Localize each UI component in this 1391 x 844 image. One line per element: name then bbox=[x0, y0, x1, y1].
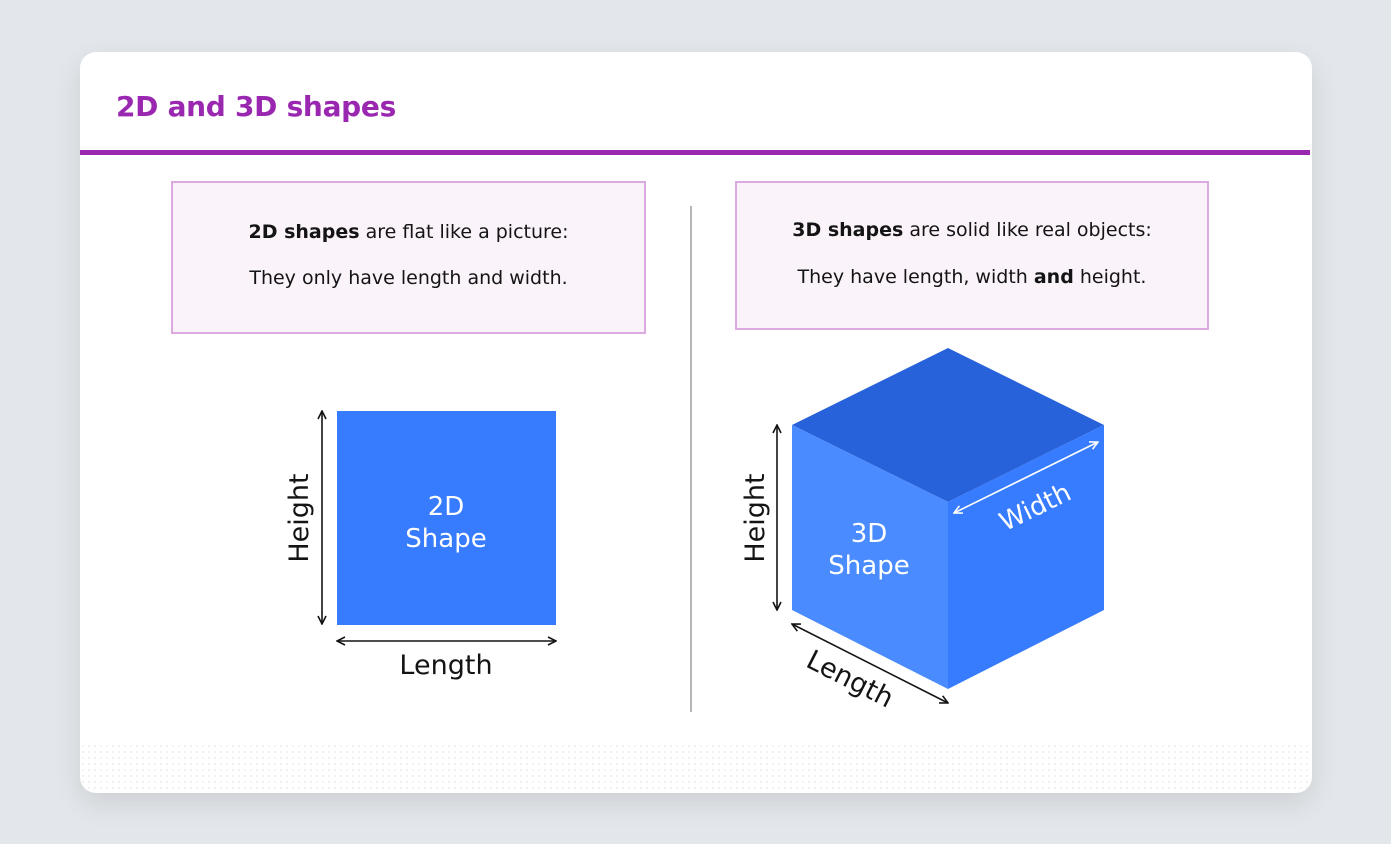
square-label-shape: Shape bbox=[405, 524, 486, 554]
cube-front-face bbox=[792, 425, 948, 689]
page-title: 2D and 3D shapes bbox=[116, 90, 396, 123]
slide-card: 2D and 3D shapes 2D shapes are flat like… bbox=[80, 52, 1312, 793]
info-2d-rest: are flat like a picture: bbox=[359, 221, 569, 243]
cube-label-3d: 3D bbox=[851, 519, 888, 549]
shapes-illustration: 2D Shape Height Length 3D Shape Height L… bbox=[284, 348, 1104, 714]
info-3d-rest: are solid like real objects: bbox=[903, 219, 1152, 241]
info-2d-line2: They only have length and width. bbox=[249, 267, 568, 289]
square-height-label: Height bbox=[284, 473, 315, 562]
info-2d-bold: 2D shapes bbox=[248, 221, 360, 243]
vertical-divider bbox=[690, 206, 692, 712]
cube-label-shape: Shape bbox=[828, 551, 909, 581]
cube-width-arrow bbox=[954, 442, 1098, 513]
info-3d-pre: They have length, width bbox=[797, 266, 1034, 288]
square-length-label: Length bbox=[399, 650, 492, 681]
info-3d-line2: They have length, width and height. bbox=[737, 266, 1207, 288]
info-box-2d: 2D shapes are flat like a picture: They … bbox=[171, 181, 646, 334]
cube-height-label: Height bbox=[740, 473, 771, 562]
dotted-footer-pattern bbox=[80, 743, 1312, 793]
info-box-3d: 3D shapes are solid like real objects: T… bbox=[735, 181, 1209, 330]
info-3d-bold: 3D shapes bbox=[792, 219, 904, 241]
cube-length-arrow bbox=[792, 624, 948, 703]
info-3d-and: and bbox=[1033, 266, 1074, 288]
square-figure: 2D Shape Height Length bbox=[284, 411, 556, 681]
square-2d bbox=[337, 411, 556, 625]
cube-figure: 3D Shape Height Length Width bbox=[740, 348, 1104, 714]
info-3d-line1: 3D shapes are solid like real objects: bbox=[737, 219, 1207, 241]
square-label-2d: 2D bbox=[428, 492, 465, 522]
title-underline bbox=[80, 150, 1310, 155]
info-3d-post: height. bbox=[1073, 266, 1147, 288]
info-2d-line1: 2D shapes are flat like a picture: bbox=[173, 221, 644, 243]
